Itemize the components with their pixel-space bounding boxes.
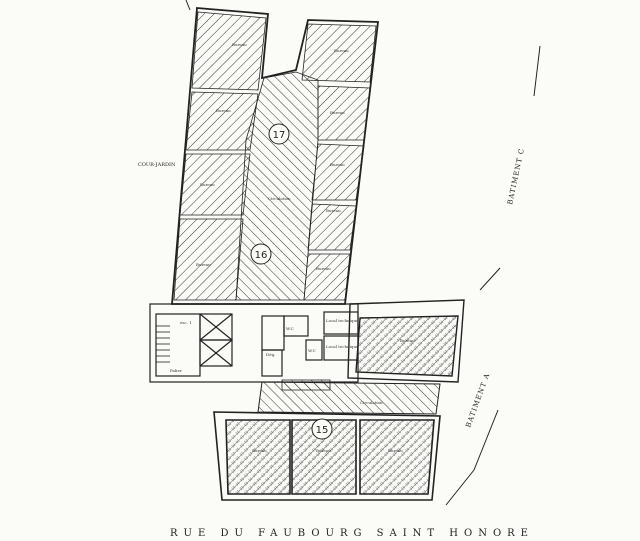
- right-wing: [347, 299, 465, 383]
- room-label: Dég.: [266, 352, 275, 357]
- area-15: 15: [311, 418, 333, 440]
- lower-circulation: [257, 381, 441, 415]
- room-label: Bureau: [330, 110, 345, 115]
- room-label: Bureau: [232, 42, 247, 47]
- street-label: RUE DU FAUBOURG SAINT HONORE: [170, 528, 534, 539]
- context-lines: [185, 0, 541, 506]
- batiment-c-label: BATIMENT C: [506, 147, 526, 205]
- area-15-label: 15: [316, 425, 329, 436]
- right-bureaux: [301, 23, 377, 301]
- room-label: Bureau: [326, 208, 341, 213]
- room-label: Bureau: [200, 182, 215, 187]
- room-label: W.C: [308, 348, 316, 353]
- room-label: esc. 1: [180, 320, 192, 325]
- room-label: Bureau: [388, 448, 403, 453]
- area-16-label: 16: [255, 250, 268, 261]
- room-label: Bureau: [316, 266, 331, 271]
- area-17: 17: [268, 123, 290, 145]
- room-label: Circulation: [268, 196, 291, 201]
- room-label: Bureau: [334, 48, 349, 53]
- room-label: Bureau: [196, 262, 211, 267]
- room-label: Circulation: [360, 400, 383, 405]
- room-label: W.C: [286, 326, 294, 331]
- room-labels: Bureau Bureau Bureau Bureau Bureau Burea…: [170, 42, 415, 453]
- batiment-a-label: BATIMENT A: [464, 372, 491, 429]
- cour-jardin-label: COUR-JARDIN: [138, 162, 176, 168]
- area-17-label: 17: [273, 130, 286, 141]
- room-label: Bureau: [400, 338, 415, 343]
- room-label: Local technique: [326, 318, 359, 323]
- room-label: Bureau: [330, 162, 345, 167]
- service-block: [149, 303, 359, 383]
- area-16: 16: [250, 243, 272, 265]
- room-label: Local technique: [326, 344, 359, 349]
- room-label: Bureau: [252, 448, 267, 453]
- room-label: Palier: [170, 368, 182, 373]
- room-label: Bureau: [316, 448, 331, 453]
- street-bureaux: [213, 411, 441, 501]
- room-label: Bureau: [216, 108, 231, 113]
